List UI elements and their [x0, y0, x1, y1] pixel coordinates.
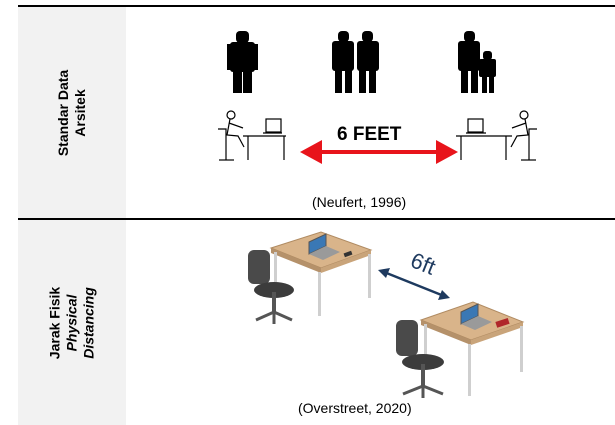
adult-child-silhouette-icon	[458, 31, 496, 93]
person-silhouette-icon	[227, 31, 258, 93]
row-physical-distancing: Jarak Fisik Physical Distancing	[18, 220, 615, 425]
office-distancing-figure: 6ft	[248, 231, 525, 398]
two-persons-silhouette-icon	[332, 31, 379, 93]
distance-label: 6 FEET	[337, 124, 402, 145]
comparison-table: Standar Data Arsitek	[18, 5, 615, 425]
label-line: Arsitek	[72, 88, 88, 137]
row-label-standard-data: Standar Data Arsitek	[55, 69, 89, 155]
desk-front-icon	[419, 301, 525, 396]
figure-caption: (Overstreet, 2020)	[298, 400, 412, 416]
desk-worker-left-icon	[218, 110, 286, 161]
office-chair-front-icon	[396, 320, 444, 398]
office-chair-back-icon	[248, 250, 294, 324]
neufert-figure: 6 FEET	[218, 31, 537, 164]
label-line-italic: Distancing	[80, 286, 97, 359]
label-line: Standar Data	[55, 69, 71, 156]
desk-back-icon	[269, 231, 373, 316]
row-content-cell: 6 FEET (Neufert, 1996)	[126, 7, 615, 218]
distance-arrow-icon	[378, 268, 450, 300]
row-standard-data: Standar Data Arsitek	[18, 7, 615, 218]
table-top-border	[18, 5, 615, 7]
row-divider	[18, 218, 615, 220]
row-label-cell: Jarak Fisik Physical Distancing	[18, 220, 126, 425]
desk-worker-right-icon	[456, 110, 537, 161]
distance-label: 6ft	[407, 247, 439, 279]
distance-arrow-icon	[300, 140, 458, 164]
row-label-cell: Standar Data Arsitek	[18, 7, 126, 218]
label-line: Jarak Fisik	[46, 286, 63, 359]
row-label-physical-distancing: Jarak Fisik Physical Distancing	[47, 286, 98, 358]
label-line-italic: Physical	[63, 294, 80, 351]
row-content-cell: 6ft (Overstreet, 2020)	[126, 220, 615, 425]
figure-caption: (Neufert, 1996)	[312, 194, 407, 210]
